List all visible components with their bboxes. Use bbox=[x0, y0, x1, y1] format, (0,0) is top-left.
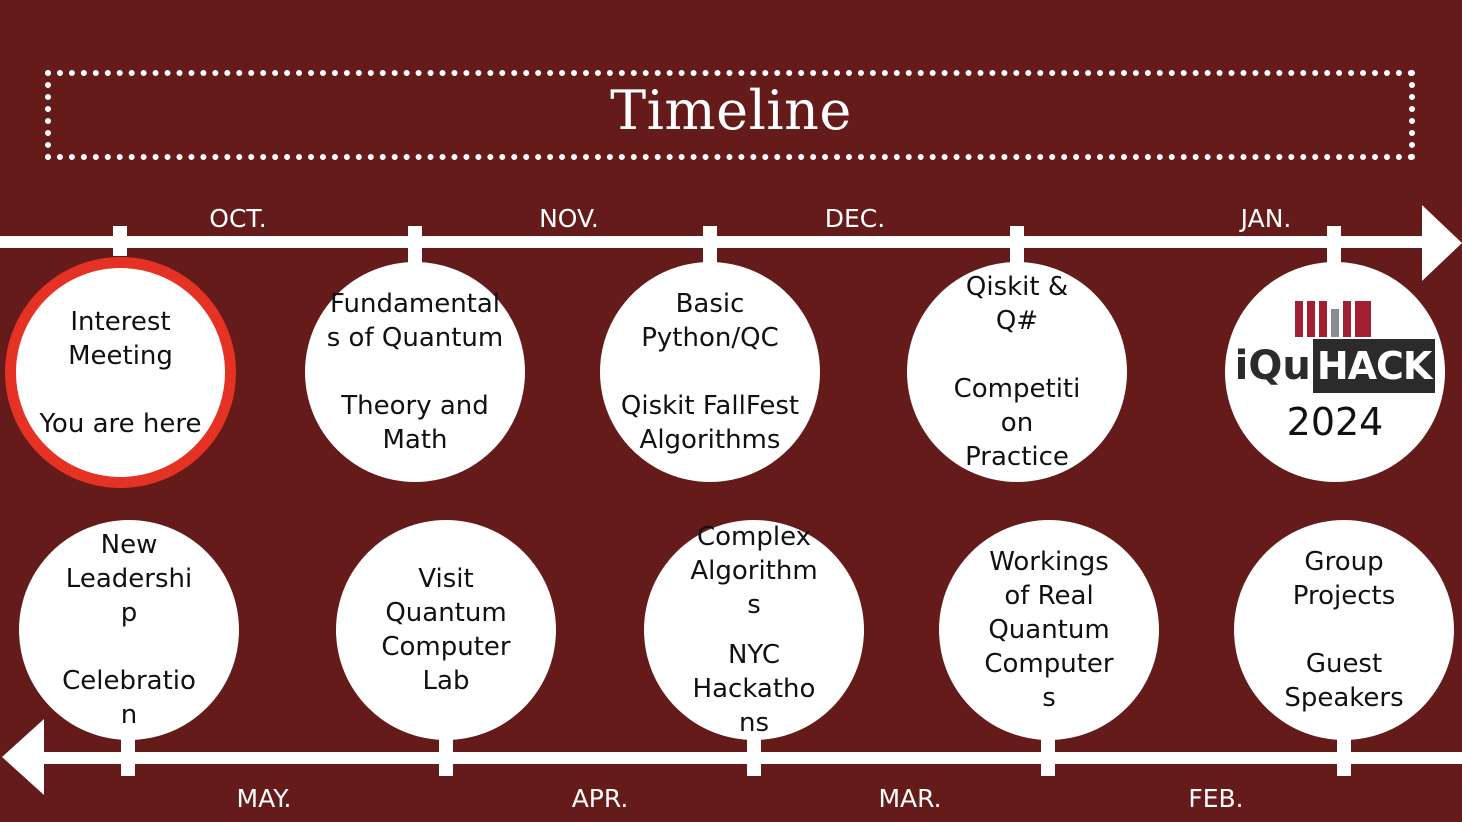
bottom-tick-5 bbox=[1337, 730, 1351, 776]
event-line: Practice bbox=[965, 442, 1069, 472]
event-complex-algorithms: Complex Algorithm s NYC Hackatho ns bbox=[644, 520, 864, 740]
event-line: Computer bbox=[984, 649, 1114, 679]
event-iquhack: iQu HACK 2024 bbox=[1225, 262, 1445, 482]
top-tick-4 bbox=[1010, 226, 1024, 266]
event-line: Complex bbox=[696, 522, 812, 552]
arrow-right-icon bbox=[1422, 205, 1462, 281]
bottom-tick-4 bbox=[1041, 730, 1055, 776]
month-label-oct: OCT. bbox=[209, 204, 267, 233]
event-real-quantum-computers: Workings of Real Quantum Computer s bbox=[939, 520, 1159, 740]
event-interest-meeting: Interest Meeting You are here bbox=[5, 257, 236, 488]
event-line: Visit bbox=[418, 564, 474, 594]
month-label-mar: MAR. bbox=[878, 784, 942, 813]
bottom-tick-2 bbox=[439, 730, 453, 776]
event-line: Interest Meeting bbox=[68, 306, 173, 371]
month-label-feb: FEB. bbox=[1188, 784, 1244, 813]
event-line: Qiskit & bbox=[965, 272, 1069, 302]
event-line: NYC bbox=[727, 640, 781, 670]
event-line: Quantum bbox=[988, 615, 1110, 645]
logo-hack: HACK bbox=[1312, 339, 1436, 393]
event-line: Fundamental bbox=[329, 289, 501, 319]
top-tick-3 bbox=[703, 226, 717, 266]
bottom-tick-3 bbox=[747, 730, 761, 776]
event-line: Algorithms bbox=[639, 425, 781, 455]
event-line: Guest bbox=[1305, 649, 1383, 679]
event-year: 2024 bbox=[1286, 400, 1384, 444]
event-line: s bbox=[747, 590, 761, 620]
month-label-apr: APR. bbox=[571, 784, 629, 813]
iquhack-logo: iQu HACK bbox=[1235, 299, 1436, 393]
event-basic-python: Basic Python/QC Qiskit FallFest Algorith… bbox=[600, 262, 820, 482]
event-line: on bbox=[1000, 408, 1034, 438]
mit-logo-icon bbox=[1295, 299, 1375, 337]
bottom-tick-1 bbox=[121, 730, 135, 776]
event-line: Qiskit FallFest bbox=[620, 391, 800, 421]
event-visit-lab: Visit Quantum Computer Lab bbox=[336, 520, 556, 740]
event-line: Leadershi bbox=[65, 564, 193, 594]
event-line: Workings bbox=[989, 547, 1109, 577]
month-label-may: MAY. bbox=[236, 784, 292, 813]
event-line: Basic bbox=[675, 289, 745, 319]
arrow-left-icon bbox=[2, 719, 44, 795]
event-line: New bbox=[100, 530, 158, 560]
event-line: Q# bbox=[995, 306, 1039, 336]
event-line: p bbox=[120, 598, 138, 628]
event-fundamentals: Fundamental s of Quantum Theory and Math bbox=[305, 262, 525, 482]
event-line: Python/QC bbox=[641, 323, 779, 353]
event-line: Speakers bbox=[1284, 683, 1404, 713]
month-label-dec: DEC. bbox=[824, 204, 886, 233]
event-line: s of Quantum bbox=[326, 323, 504, 353]
title-frame bbox=[45, 70, 1415, 160]
event-line: You are here bbox=[39, 408, 202, 439]
event-line: Lab bbox=[422, 666, 470, 696]
event-line: Celebratio bbox=[62, 666, 196, 696]
event-line: Quantum bbox=[385, 598, 507, 628]
event-line: Hackatho bbox=[692, 674, 816, 704]
event-line: of Real bbox=[1004, 581, 1094, 611]
top-tick-5 bbox=[1327, 226, 1341, 266]
event-line: n bbox=[120, 700, 138, 730]
event-line: Group bbox=[1304, 547, 1384, 577]
event-line: s bbox=[1042, 683, 1056, 713]
page-title: Timeline bbox=[610, 79, 852, 142]
month-label-jan: JAN. bbox=[1240, 204, 1292, 233]
event-line: Projects bbox=[1292, 581, 1396, 611]
month-label-nov: NOV. bbox=[539, 204, 599, 233]
event-line: Algorithm bbox=[690, 556, 818, 586]
event-line: Competiti bbox=[953, 374, 1081, 404]
event-line: Computer bbox=[381, 632, 511, 662]
event-line: ns bbox=[738, 708, 770, 738]
event-group-projects: Group Projects Guest Speakers bbox=[1234, 520, 1454, 740]
logo-prefix: iQu bbox=[1234, 343, 1311, 389]
event-qiskit-qsharp: Qiskit & Q# Competiti on Practice bbox=[907, 262, 1127, 482]
event-line: Theory and bbox=[341, 391, 489, 421]
event-new-leadership: New Leadershi p Celebratio n bbox=[19, 520, 239, 740]
top-tick-2 bbox=[408, 226, 422, 266]
event-line: Math bbox=[382, 425, 448, 455]
top-tick-1 bbox=[113, 226, 127, 256]
